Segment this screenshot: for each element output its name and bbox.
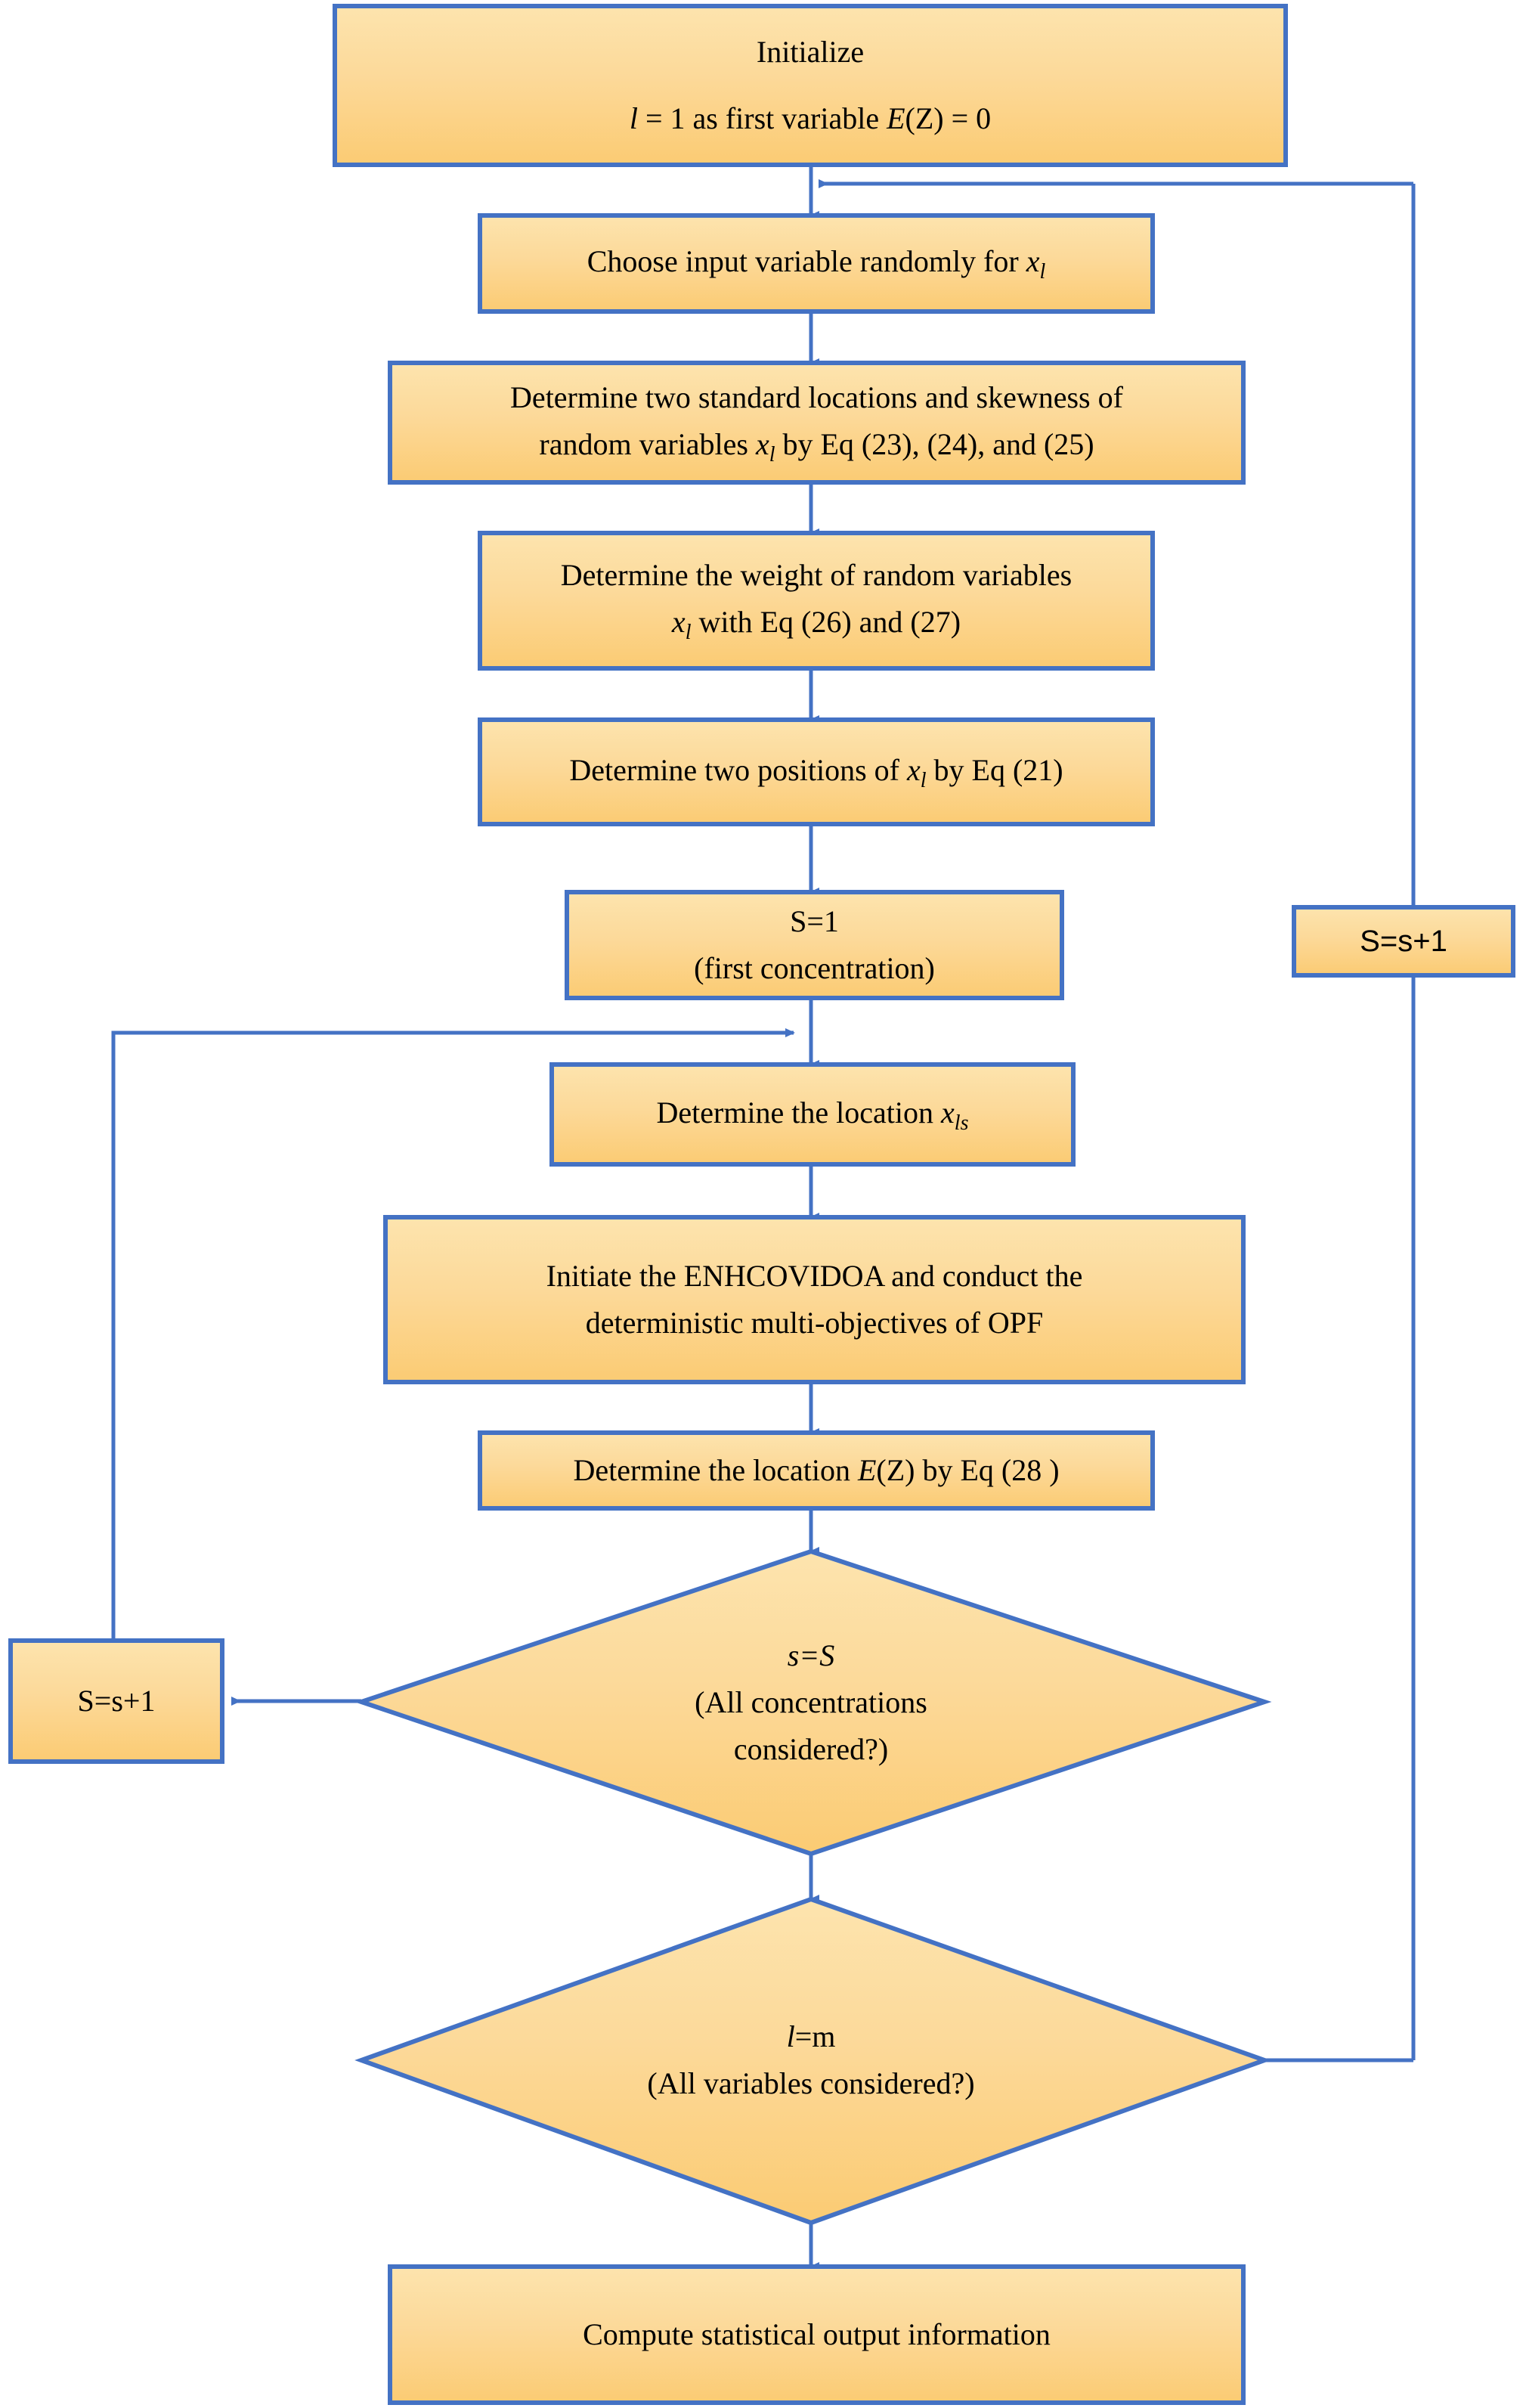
node-decision-variables[interactable]	[354, 1896, 1271, 2226]
node-s-increment-left[interactable]	[8, 1638, 224, 1764]
node-determine-standard-locations[interactable]	[388, 361, 1246, 485]
node-s-increment-right[interactable]	[1292, 905, 1515, 978]
node-s-equals-1[interactable]	[565, 890, 1064, 1000]
node-compute-output[interactable]	[388, 2264, 1246, 2405]
node-initiate-enhcovidoa[interactable]	[383, 1215, 1246, 1384]
node-determine-location-ez[interactable]	[478, 1430, 1155, 1511]
node-determine-two-positions[interactable]	[478, 717, 1155, 826]
node-choose-input[interactable]	[478, 213, 1155, 314]
node-determine-location-xls[interactable]	[549, 1062, 1076, 1167]
connector-loop-left-to-trunk	[111, 1028, 795, 1700]
node-determine-weight[interactable]	[478, 531, 1155, 671]
node-decision-concentrations[interactable]	[354, 1548, 1272, 1857]
node-initialize[interactable]	[333, 4, 1288, 167]
